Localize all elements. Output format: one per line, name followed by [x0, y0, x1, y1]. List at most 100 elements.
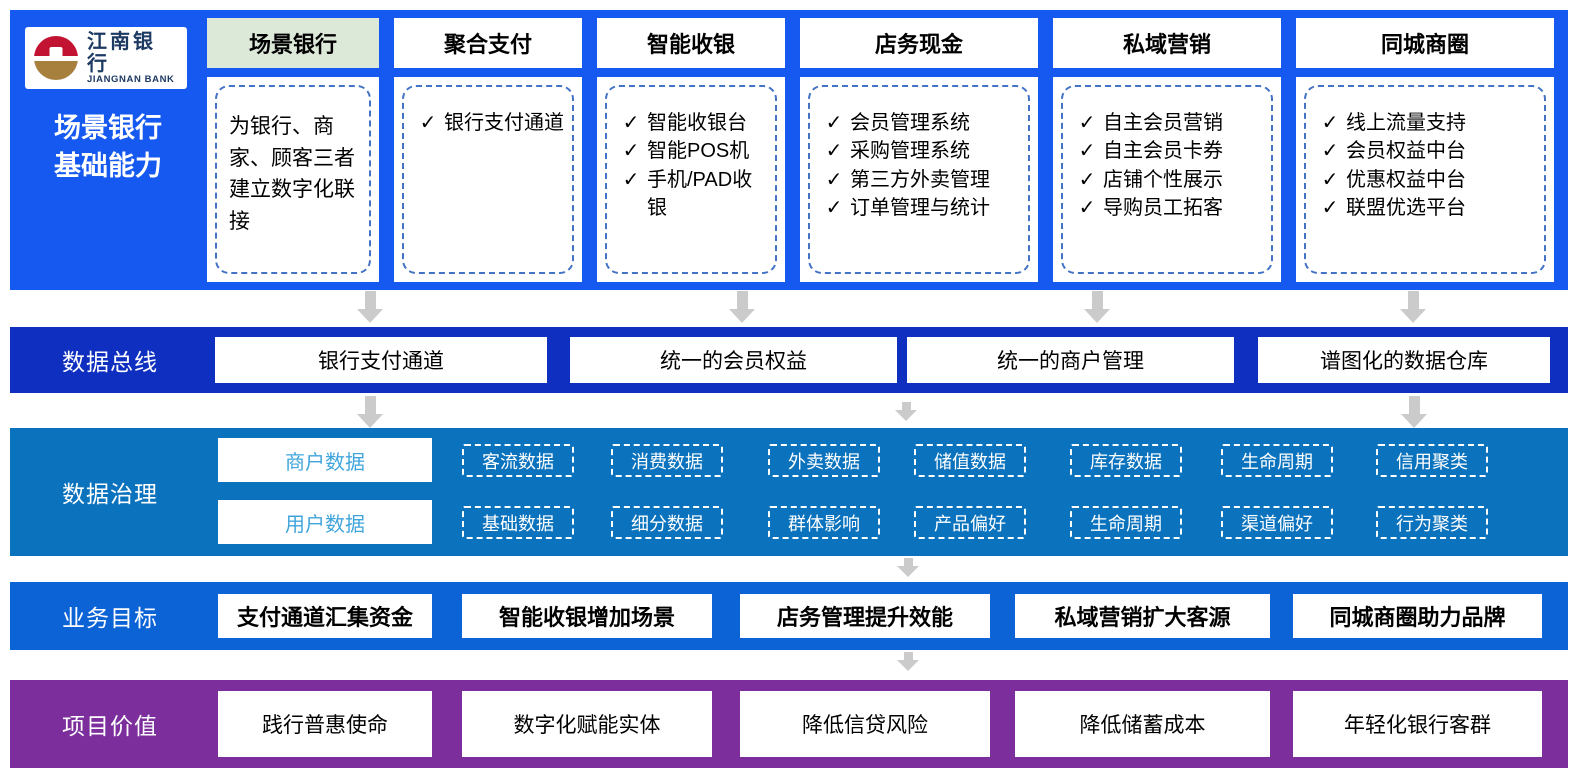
check-icon: ✓ [1321, 168, 1339, 191]
column-paragraph: 为银行、商家、顾客三者建立数字化联接 [229, 115, 355, 233]
column-header: 同城商圈 [1296, 18, 1554, 68]
list-item: ✓导购员工拓客 [1071, 194, 1265, 222]
business-goal-box: 支付通道汇集资金 [218, 594, 432, 638]
project-value-box: 践行普惠使命 [218, 691, 432, 757]
down-arrow-icon [357, 291, 383, 323]
list-item: ✓智能收银台 [615, 109, 769, 137]
list-item-text: 采购管理系统 [850, 140, 970, 163]
check-icon: ✓ [825, 197, 843, 220]
data-tag: 储值数据 [914, 444, 1026, 477]
data-governance-label: 数据治理 [62, 481, 158, 507]
project-value-box: 年轻化银行客群 [1293, 691, 1542, 757]
column-private-domain-marketing: 私域营销 ✓ 自主会员营销 ✓自主会员卡券 ✓ 店铺个性展示 ✓导购员工拓客 [1053, 18, 1281, 282]
check-icon: ✓ [1321, 112, 1339, 134]
list-item-text: 订单管理与统计 [850, 197, 990, 220]
jiangnan-bank-logo: 江南银行 JIANGNAN BANK [25, 27, 187, 89]
list-item-text: 第三方外卖管理 [850, 168, 990, 191]
business-goal-box: 店务管理提升效能 [740, 594, 990, 638]
list-item-text: 优惠权益中台 [1346, 168, 1466, 191]
check-icon: ✓ [1078, 197, 1096, 220]
list-item-text: 店铺个性展示 [1103, 168, 1223, 191]
data-tag: 细分数据 [611, 506, 723, 539]
column-aggregated-payment: 聚合支付 ✓ 银行支付通道 [394, 18, 582, 282]
list-item-text: 线上流量支持 [1346, 112, 1466, 134]
down-arrow-icon [357, 396, 383, 428]
business-goals-label: 业务目标 [62, 605, 158, 631]
list-item-text: 自主会员营销 [1103, 112, 1223, 134]
check-icon: ✓ [1078, 112, 1096, 134]
list-item: ✓联盟优选平台 [1314, 194, 1538, 222]
list-item: ✓ 采购管理系统 [818, 137, 1022, 165]
business-goal-box: 智能收银增加场景 [462, 594, 712, 638]
check-list: ✓ 线上流量支持 ✓ 会员权益中台 ✓ 优惠权益中台 ✓联盟优选平台 [1314, 109, 1538, 223]
down-arrow-icon [1400, 291, 1426, 323]
list-item: ✓智能POS机 [615, 137, 769, 165]
list-item: ✓自主会员卡券 [1071, 137, 1265, 165]
list-item-text: 会员权益中台 [1346, 140, 1466, 163]
list-item-text: 手机/PAD收银 [647, 168, 753, 220]
data-tag: 消费数据 [611, 444, 723, 477]
business-goals-band: 业务目标 支付通道汇集资金 智能收银增加场景 店务管理提升效能 私域营销扩大客源… [10, 582, 1568, 650]
check-list: ✓会员管理系统 ✓采购管理系统 ✓第三方外卖管理 ✓订单管理与统计 [818, 109, 1022, 223]
column-body: ✓ 线上流量支持 ✓ 会员权益中台 ✓ 优惠权益中台 ✓联盟优选平台 [1296, 77, 1554, 282]
column-city-business-circle: 同城商圈 ✓ 线上流量支持 ✓ 会员权益中台 ✓ 优惠权益中台 ✓联盟优选平台 [1296, 18, 1554, 282]
check-list: ✓智能收银台 ✓智能POS机 ✓ 手机/PAD收银 [615, 109, 769, 223]
capability-band: 江南银行 JIANGNAN BANK 场景银行 基础能力 场景银行 为银行、商家… [10, 10, 1568, 290]
logo-text: 江南银行 JIANGNAN BANK [87, 31, 178, 85]
user-data-box: 用户数据 [218, 500, 432, 544]
capability-label-line2: 基础能力 [54, 150, 162, 181]
check-icon: ✓ [1321, 140, 1339, 163]
column-header: 聚合支付 [394, 18, 582, 68]
list-item: ✓ 手机/PAD收银 [615, 166, 769, 223]
capability-columns: 场景银行 为银行、商家、顾客三者建立数字化联接 聚合支付 ✓ 银行支付通道 [207, 18, 1554, 282]
data-tag: 生命周期 [1221, 444, 1333, 477]
logo-name-en: JIANGNAN BANK [87, 73, 175, 85]
data-bus-box: 谱图化的数据仓库 [1258, 337, 1550, 383]
check-icon: ✓ [622, 112, 640, 134]
dashed-box: 为银行、商家、顾客三者建立数字化联接 [215, 85, 371, 274]
column-header: 店务现金 [800, 18, 1038, 68]
check-list: ✓ 自主会员营销 ✓自主会员卡券 ✓ 店铺个性展示 ✓导购员工拓客 [1071, 109, 1265, 223]
column-body: ✓ 自主会员营销 ✓自主会员卡券 ✓ 店铺个性展示 ✓导购员工拓客 [1053, 77, 1281, 282]
column-body: ✓会员管理系统 ✓采购管理系统 ✓第三方外卖管理 ✓订单管理与统计 [800, 77, 1038, 282]
check-icon: ✓ [825, 140, 843, 163]
list-item: ✓ 银行支付通道 [412, 109, 566, 137]
data-tag: 行为聚类 [1376, 506, 1488, 539]
data-governance-band: 数据治理 商户数据 客流数据 消费数据 外卖数据 储值数据 库存数据 生命周期 … [10, 428, 1568, 556]
data-bus-box: 统一的会员权益 [570, 337, 897, 383]
check-icon: ✓ [825, 112, 843, 134]
list-item-text: 银行支付通道 [444, 112, 564, 134]
list-item: ✓ 自主会员营销 [1071, 109, 1265, 137]
check-icon: ✓ [622, 168, 640, 191]
list-item: ✓ 店铺个性展示 [1071, 166, 1265, 194]
list-item: ✓ 线上流量支持 [1314, 109, 1538, 137]
check-icon: ✓ [1078, 140, 1096, 163]
business-goal-box: 同城商圈助力品牌 [1293, 594, 1542, 638]
data-tag: 渠道偏好 [1221, 506, 1333, 539]
column-header: 智能收银 [597, 18, 785, 68]
project-value-box: 降低信贷风险 [740, 691, 990, 757]
business-goal-box: 私域营销扩大客源 [1015, 594, 1270, 638]
column-body: ✓智能收银台 ✓智能POS机 ✓ 手机/PAD收银 [597, 77, 785, 282]
down-arrow-icon [1084, 291, 1110, 323]
list-item: ✓第三方外卖管理 [818, 166, 1022, 194]
check-icon: ✓ [419, 112, 437, 134]
check-icon: ✓ [1078, 168, 1096, 191]
data-tag: 产品偏好 [914, 506, 1026, 539]
column-scenario-banking: 场景银行 为银行、商家、顾客三者建立数字化联接 [207, 18, 379, 282]
project-value-box: 数字化赋能实体 [462, 691, 712, 757]
down-arrow-icon [895, 402, 917, 421]
list-item: ✓ 会员权益中台 [1314, 137, 1538, 165]
data-bus-band: 数据总线 银行支付通道 统一的会员权益 统一的商户管理 谱图化的数据仓库 [10, 327, 1568, 393]
list-item-text: 联盟优选平台 [1346, 197, 1466, 220]
dashed-box: ✓会员管理系统 ✓采购管理系统 ✓第三方外卖管理 ✓订单管理与统计 [808, 85, 1030, 274]
data-tag: 基础数据 [462, 506, 574, 539]
column-header: 私域营销 [1053, 18, 1281, 68]
list-item: ✓ 订单管理与统计 [818, 194, 1022, 222]
data-tag: 群体影响 [768, 506, 880, 539]
project-values-band: 项目价值 践行普惠使命 数字化赋能实体 降低信贷风险 降低储蓄成本 年轻化银行客… [10, 680, 1568, 768]
capability-label-line1: 场景银行 [54, 113, 162, 143]
data-tag: 外卖数据 [768, 444, 880, 477]
bank-emblem-icon [34, 36, 78, 80]
